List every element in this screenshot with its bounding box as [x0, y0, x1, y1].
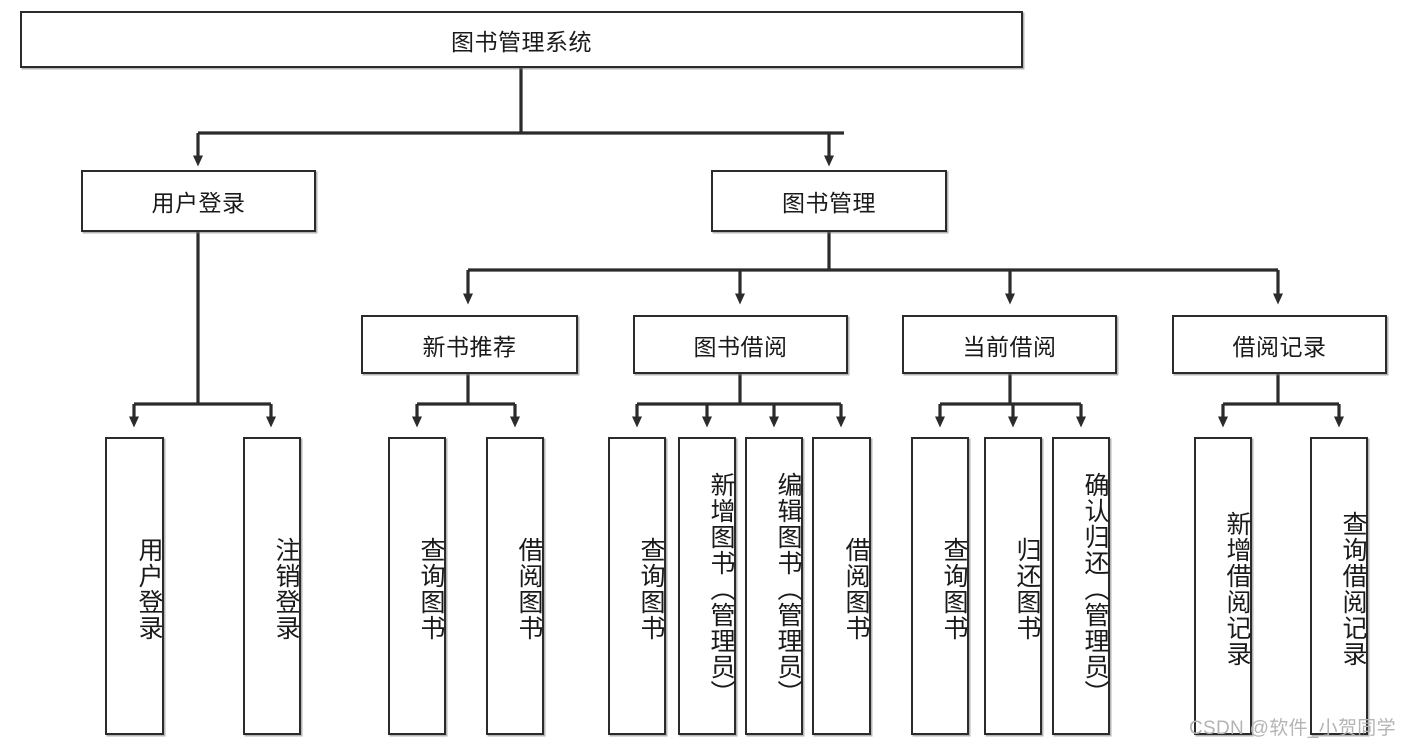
node-label: 借阅图书: [515, 537, 543, 641]
node-label: 查询图书: [637, 537, 665, 641]
node-leaf-borrow-book-recommendation[interactable]: 借阅图书: [486, 437, 544, 735]
node-leaf-add-book-admin[interactable]: 新增图书（管理员）: [678, 437, 736, 735]
node-label: 编辑图书（管理员）: [774, 472, 802, 706]
node-new-book-recommendation[interactable]: 新书推荐: [361, 315, 578, 374]
node-user-login[interactable]: 用户登录: [81, 170, 316, 232]
node-label: 借阅图书: [842, 537, 870, 641]
node-label: 确认归还（管理员）: [1081, 472, 1109, 706]
node-book-borrowing[interactable]: 图书借阅: [633, 315, 848, 374]
node-leaf-edit-book-admin[interactable]: 编辑图书（管理员）: [745, 437, 803, 735]
node-label: 新增图书（管理员）: [707, 472, 735, 706]
node-leaf-query-book-recommendation[interactable]: 查询图书: [388, 437, 446, 735]
node-label: 查询图书: [940, 537, 968, 641]
node-label: 查询图书: [417, 537, 445, 641]
node-label: 用户登录: [135, 537, 163, 641]
node-leaf-return-book[interactable]: 归还图书: [984, 437, 1042, 735]
node-label: 归还图书: [1013, 537, 1041, 641]
node-leaf-add-borrow-record[interactable]: 新增借阅记录: [1194, 437, 1252, 735]
node-leaf-query-book-current[interactable]: 查询图书: [911, 437, 969, 735]
node-leaf-query-borrow-record[interactable]: 查询借阅记录: [1310, 437, 1368, 735]
node-borrowing-record[interactable]: 借阅记录: [1172, 315, 1387, 374]
watermark-text: CSDN @软件_小贺同学: [1189, 718, 1396, 739]
node-current-borrowing[interactable]: 当前借阅: [902, 315, 1117, 374]
node-book-management-system[interactable]: 图书管理系统: [20, 11, 1023, 68]
node-leaf-user-logout[interactable]: 注销登录: [243, 437, 301, 735]
node-book-management[interactable]: 图书管理: [711, 170, 947, 232]
node-leaf-confirm-return-admin[interactable]: 确认归还（管理员）: [1052, 437, 1110, 735]
node-label: 注销登录: [272, 537, 300, 641]
node-leaf-borrow-book-borrowing[interactable]: 借阅图书: [812, 437, 871, 735]
node-leaf-user-login[interactable]: 用户登录: [105, 437, 164, 735]
node-label: 新增借阅记录: [1223, 511, 1251, 667]
node-label: 查询借阅记录: [1339, 511, 1367, 667]
node-leaf-query-book-borrowing[interactable]: 查询图书: [608, 437, 666, 735]
